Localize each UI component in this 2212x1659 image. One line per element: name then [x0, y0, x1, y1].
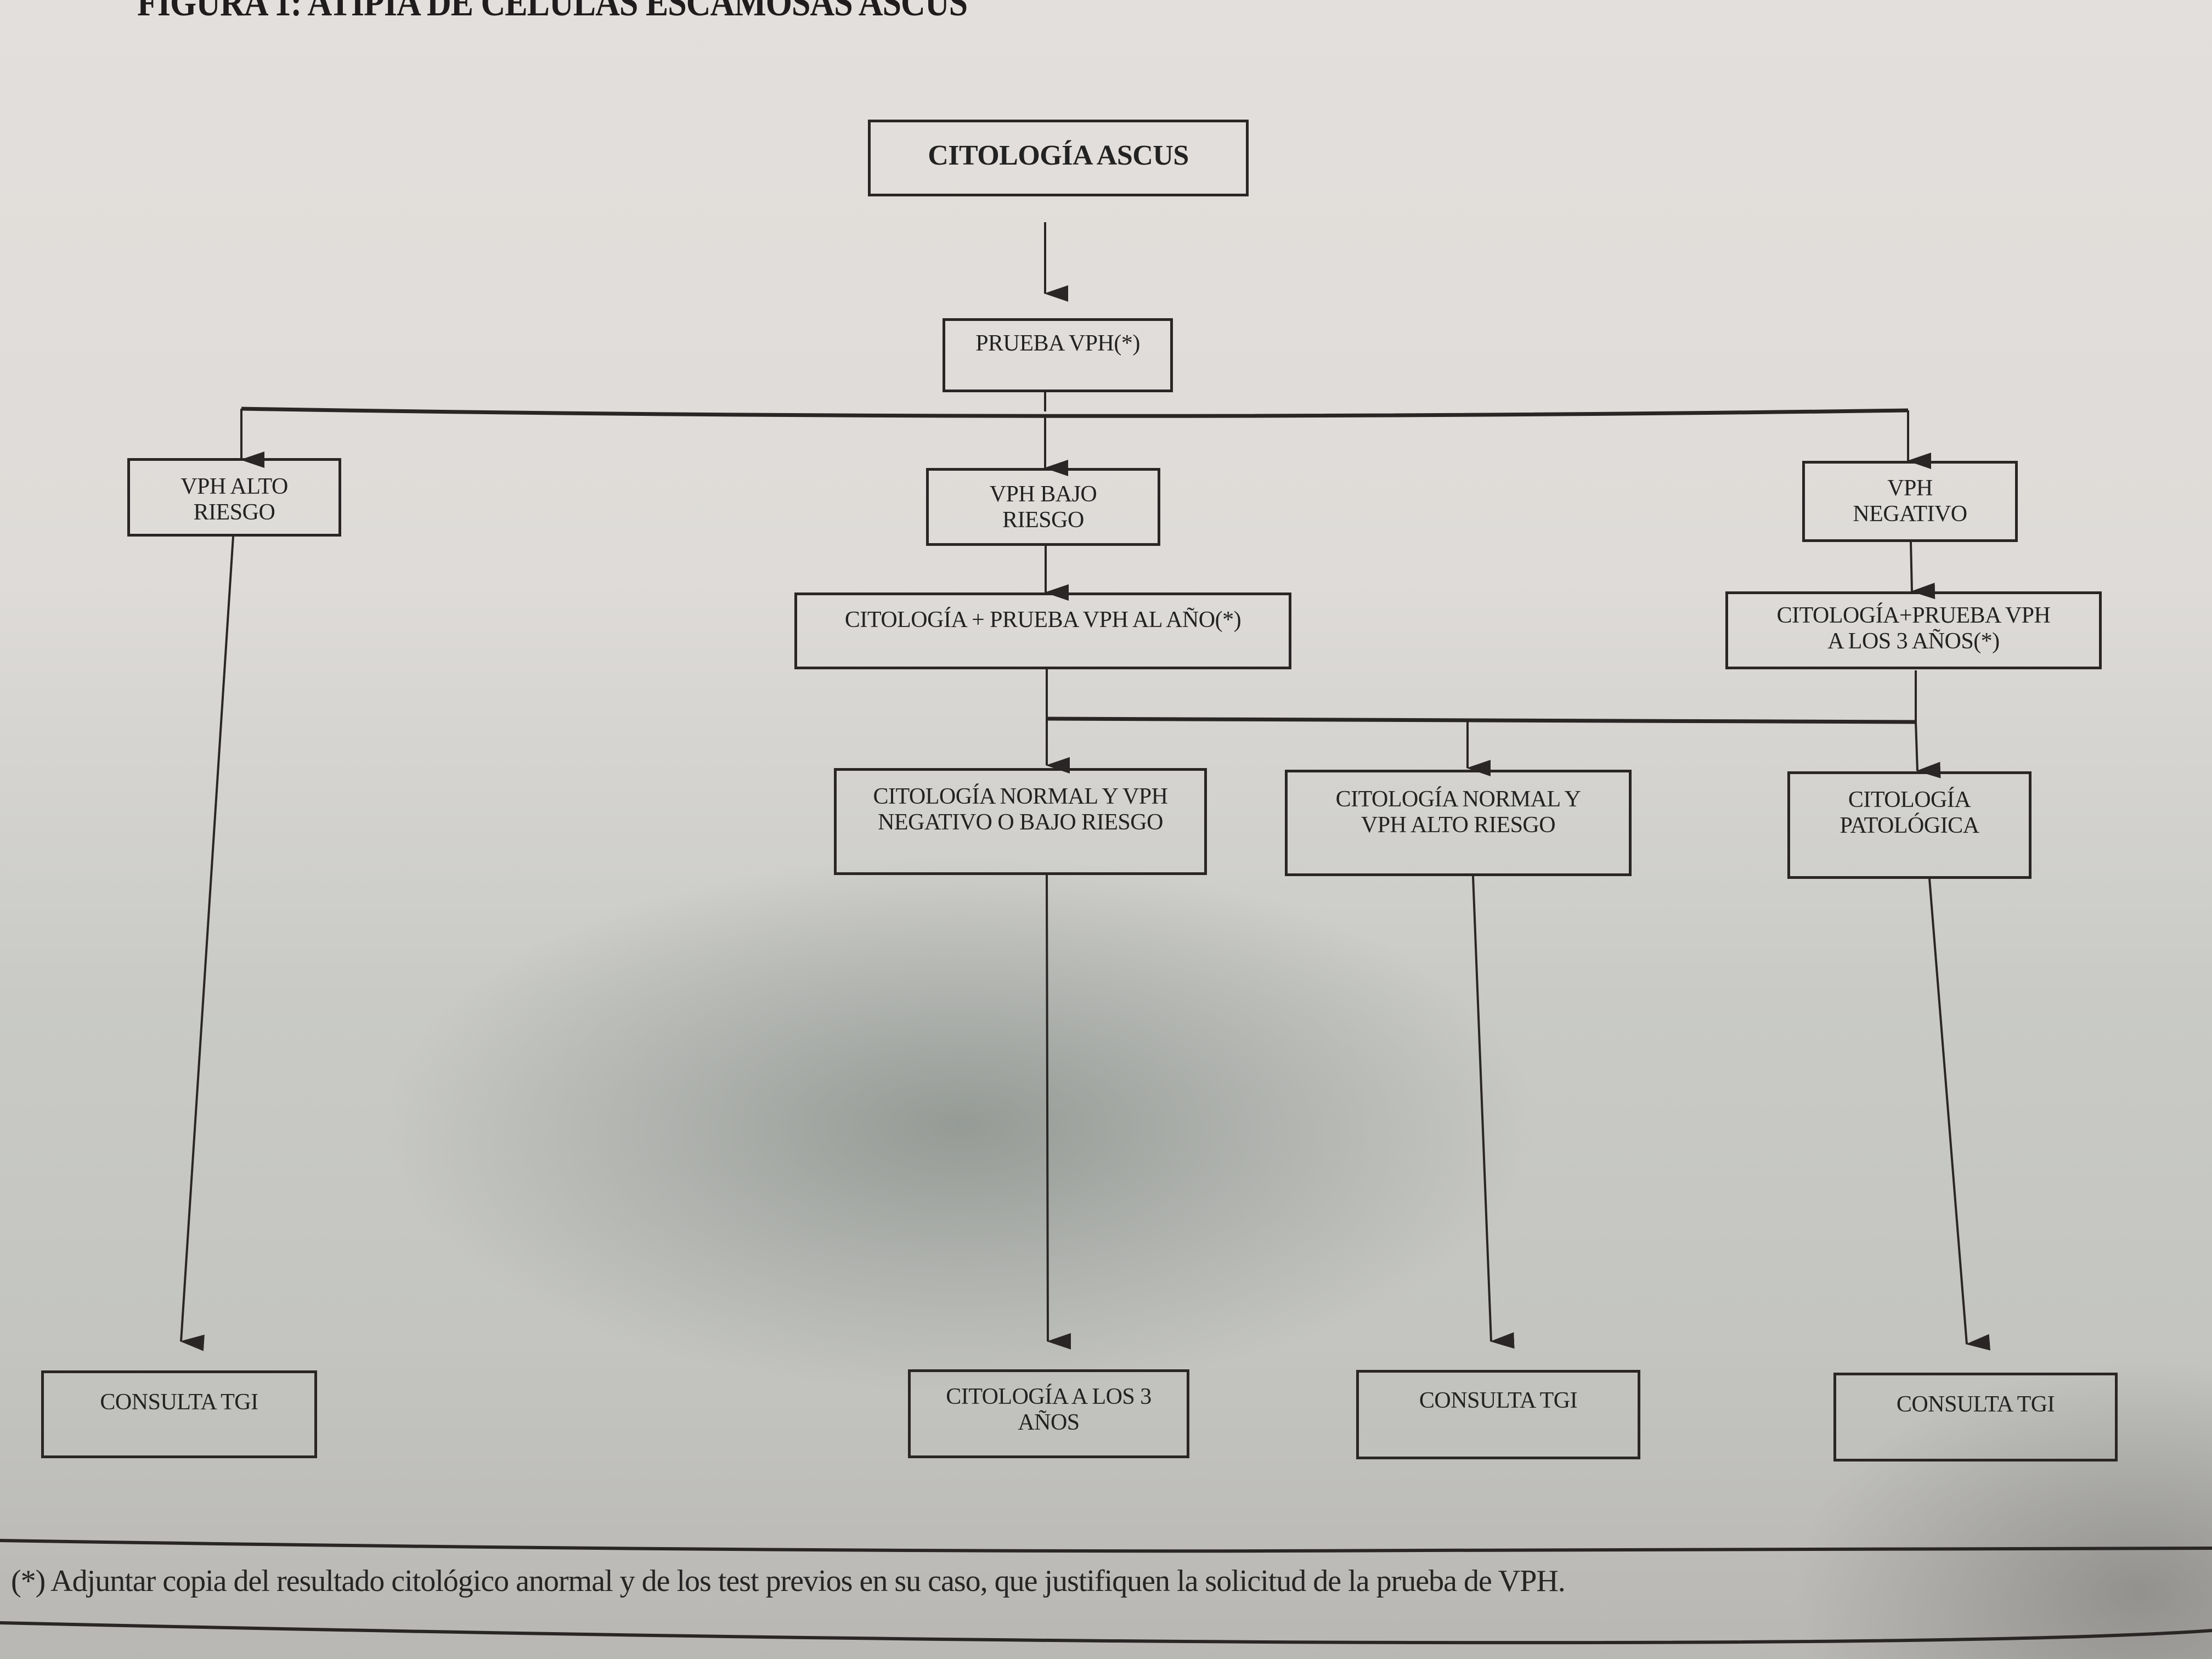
footnote-rule-top: [0, 1539, 2212, 1553]
figure-title: FIGURA 1: ATIPIA DE CÉLULAS ESCAMOSAS AS…: [137, 0, 968, 25]
node-label: VPH ALTO RIESGO: [180, 474, 288, 526]
node-label: CITOLOGÍA NORMAL Y VPH NEGATIVO O BAJO R…: [873, 784, 1168, 836]
node-citologia-ascus: CITOLOGÍA ASCUS: [868, 120, 1249, 196]
edge-hpvhigh-tgi1: [180, 536, 234, 1351]
edge-merge-bar: [1046, 716, 1916, 724]
node-label: CITOLOGÍA+PRUEBA VPH A LOS 3 AÑOS(*): [1776, 603, 2051, 654]
node-label: VPH NEGATIVO: [1853, 476, 1967, 527]
node-label: CONSULTA TGI: [1896, 1392, 2055, 1417]
node-label: VPH BAJO RIESGO: [989, 482, 1097, 533]
node-citologia-vph-3-anos: CITOLOGÍA+PRUEBA VPH A LOS 3 AÑOS(*): [1725, 591, 2102, 669]
edge-pathologic-tgi3: [1928, 878, 1991, 1351]
node-label: CITOLOGÍA ASCUS: [928, 140, 1189, 171]
node-label: CONSULTA TGI: [1419, 1388, 1578, 1413]
edge-hpvneg-cyto3: [1910, 541, 1936, 600]
edge-hpvtest-bar: [241, 407, 1909, 418]
node-citologia-patologica: CITOLOGÍA PATOLÓGICA: [1787, 771, 2032, 879]
node-consulta-tgi-3: CONSULTA TGI: [1833, 1373, 2118, 1462]
node-vph-alto-riesgo: VPH ALTO RIESGO: [127, 458, 341, 537]
edge-normalhigh-tgi2: [1472, 876, 1515, 1349]
edge-merge-pathologic: [1915, 721, 1941, 778]
footnote: (*) Adjuntar copia del resultado citológ…: [11, 1564, 1566, 1598]
node-label: CITOLOGÍA A LOS 3 AÑOS: [946, 1384, 1152, 1436]
node-vph-bajo-riesgo: VPH BAJO RIESGO: [926, 468, 1160, 546]
node-citologia-3-anos: CITOLOGÍA A LOS 3 AÑOS: [908, 1369, 1189, 1458]
node-consulta-tgi-1: CONSULTA TGI: [41, 1370, 317, 1458]
node-label: CITOLOGÍA PATOLÓGICA: [1839, 787, 1979, 839]
node-prueba-vph: PRUEBA VPH(*): [943, 318, 1173, 392]
node-label: PRUEBA VPH(*): [975, 331, 1140, 356]
footnote-rule-bottom: [0, 1621, 2212, 1645]
node-vph-negativo: VPH NEGATIVO: [1802, 461, 2018, 542]
edge-normalneglow-cyto3years: [1046, 874, 1071, 1350]
node-label: CITOLOGÍA NORMAL Y VPH ALTO RIESGO: [1335, 787, 1581, 838]
node-label: CONSULTA TGI: [100, 1390, 258, 1415]
node-label: CITOLOGÍA + PRUEBA VPH AL AÑO(*): [844, 607, 1242, 633]
node-consulta-tgi-2: CONSULTA TGI: [1356, 1370, 1640, 1459]
node-normal-negativo-bajo-riesgo: CITOLOGÍA NORMAL Y VPH NEGATIVO O BAJO R…: [834, 768, 1207, 875]
node-citologia-vph-al-ano: CITOLOGÍA + PRUEBA VPH AL AÑO(*): [794, 592, 1291, 669]
node-normal-alto-riesgo: CITOLOGÍA NORMAL Y VPH ALTO RIESGO: [1285, 770, 1632, 876]
